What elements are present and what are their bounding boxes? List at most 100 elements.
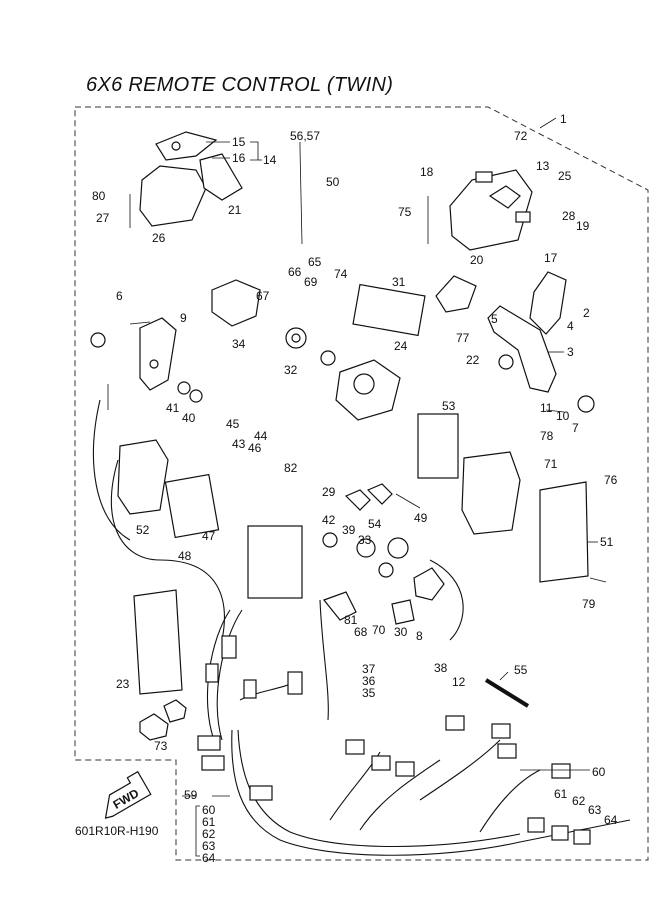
callout-42: 42 — [322, 513, 336, 527]
leader-lines — [129, 117, 598, 797]
callout-45: 45 — [226, 417, 240, 431]
group-59-item: 61 — [202, 815, 216, 829]
callout-77: 77 — [456, 331, 470, 345]
callout-54: 54 — [368, 517, 382, 531]
callout-43: 43 — [232, 437, 246, 451]
callout-3: 3 — [567, 345, 574, 359]
callout-16: 16 — [232, 151, 246, 165]
group-59-bracket — [195, 805, 200, 857]
callout-69: 69 — [304, 275, 318, 289]
callout-56-57: 56,57 — [290, 129, 320, 143]
switch-plate-assembly — [90, 317, 203, 403]
callout-20: 20 — [470, 253, 484, 267]
callout-75: 75 — [398, 205, 412, 219]
callout-67: 67 — [256, 289, 270, 303]
drawing-code: 601R10R-H190 — [75, 824, 159, 838]
callout-6: 6 — [116, 289, 123, 303]
group-59-list: 60 61 62 63 64 — [202, 803, 216, 865]
callout-70: 70 — [372, 623, 386, 637]
callout-59: 59 — [184, 788, 198, 802]
callout-72: 72 — [514, 129, 528, 143]
callout-2: 2 — [583, 306, 590, 320]
callout-78: 78 — [540, 429, 554, 443]
group-59-item: 60 — [202, 803, 216, 817]
callout-25: 25 — [558, 169, 572, 183]
callout-17: 17 — [544, 251, 558, 265]
callout-64: 64 — [604, 813, 618, 827]
callout-36: 36 — [362, 674, 376, 688]
callout-80: 80 — [92, 189, 106, 203]
callout-7: 7 — [572, 421, 579, 435]
callout-81: 81 — [344, 613, 358, 627]
callout-9: 9 — [180, 311, 187, 325]
bracket-cover-assembly — [139, 131, 262, 227]
callout-10: 10 — [556, 409, 570, 423]
callout-48: 48 — [178, 549, 192, 563]
callout-52: 52 — [136, 523, 150, 537]
callout-61: 61 — [554, 787, 568, 801]
handle-cover-assembly — [449, 169, 533, 251]
callout-41: 41 — [166, 401, 180, 415]
callout-79: 79 — [582, 597, 596, 611]
callout-4: 4 — [567, 319, 574, 333]
callout-82: 82 — [284, 461, 298, 475]
fasteners — [107, 147, 607, 583]
callout-18: 18 — [420, 165, 434, 179]
callout-19: 19 — [576, 219, 590, 233]
wiring-harness — [92, 399, 631, 856]
callout-15: 15 — [232, 135, 246, 149]
callout-53: 53 — [442, 399, 456, 413]
callout-55: 55 — [514, 663, 528, 677]
callout-49: 49 — [414, 511, 428, 525]
group-59-item: 62 — [202, 827, 216, 841]
callout-34: 34 — [232, 337, 246, 351]
lower-mechanism — [322, 532, 445, 625]
callout-68: 68 — [354, 625, 368, 639]
callout-71: 71 — [544, 457, 558, 471]
callout-30: 30 — [394, 625, 408, 639]
diagram-title: 6X6 REMOTE CONTROL (TWIN) — [86, 74, 394, 96]
callout-47: 47 — [202, 529, 216, 543]
callout-1: 1 — [560, 112, 567, 126]
callout-8: 8 — [416, 629, 423, 643]
callout-35: 35 — [362, 686, 376, 700]
callout-32: 32 — [284, 363, 298, 377]
callout-39: 39 — [342, 523, 356, 537]
callout-5: 5 — [491, 312, 498, 326]
fwd-arrow-icon: FWD — [104, 770, 152, 819]
group-59-item: 63 — [202, 839, 216, 853]
callout-44: 44 — [254, 429, 268, 443]
callout-labels: 1 2 3 4 5 6 7 8 9 10 11 12 13 14 15 16 1… — [92, 112, 618, 827]
callout-62: 62 — [572, 794, 586, 808]
callout-22: 22 — [466, 353, 480, 367]
key-fobs — [139, 483, 393, 741]
assembly-boundary — [74, 106, 649, 861]
callout-24: 24 — [394, 339, 408, 353]
callout-46: 46 — [248, 441, 262, 455]
callout-38: 38 — [434, 661, 448, 675]
callout-74: 74 — [334, 267, 348, 281]
callout-37: 37 — [362, 662, 376, 676]
callout-50: 50 — [326, 175, 340, 189]
callout-73: 73 — [154, 739, 168, 753]
callout-31: 31 — [392, 275, 406, 289]
callout-23: 23 — [116, 677, 130, 691]
callout-14: 14 — [263, 153, 277, 167]
callout-33: 33 — [358, 533, 372, 547]
cable-tie — [484, 678, 530, 708]
callout-26: 26 — [152, 231, 166, 245]
callout-60: 60 — [592, 765, 606, 779]
callout-28: 28 — [562, 209, 576, 223]
callout-65: 65 — [308, 255, 322, 269]
control-units — [117, 413, 589, 695]
callout-27: 27 — [96, 211, 110, 225]
callout-11: 11 — [540, 401, 553, 415]
callout-63: 63 — [588, 803, 602, 817]
group-59-item: 64 — [202, 851, 216, 865]
callout-21: 21 — [228, 203, 242, 217]
callout-76: 76 — [604, 473, 618, 487]
throttle-lever-assembly — [487, 271, 595, 413]
callout-29: 29 — [322, 485, 336, 499]
